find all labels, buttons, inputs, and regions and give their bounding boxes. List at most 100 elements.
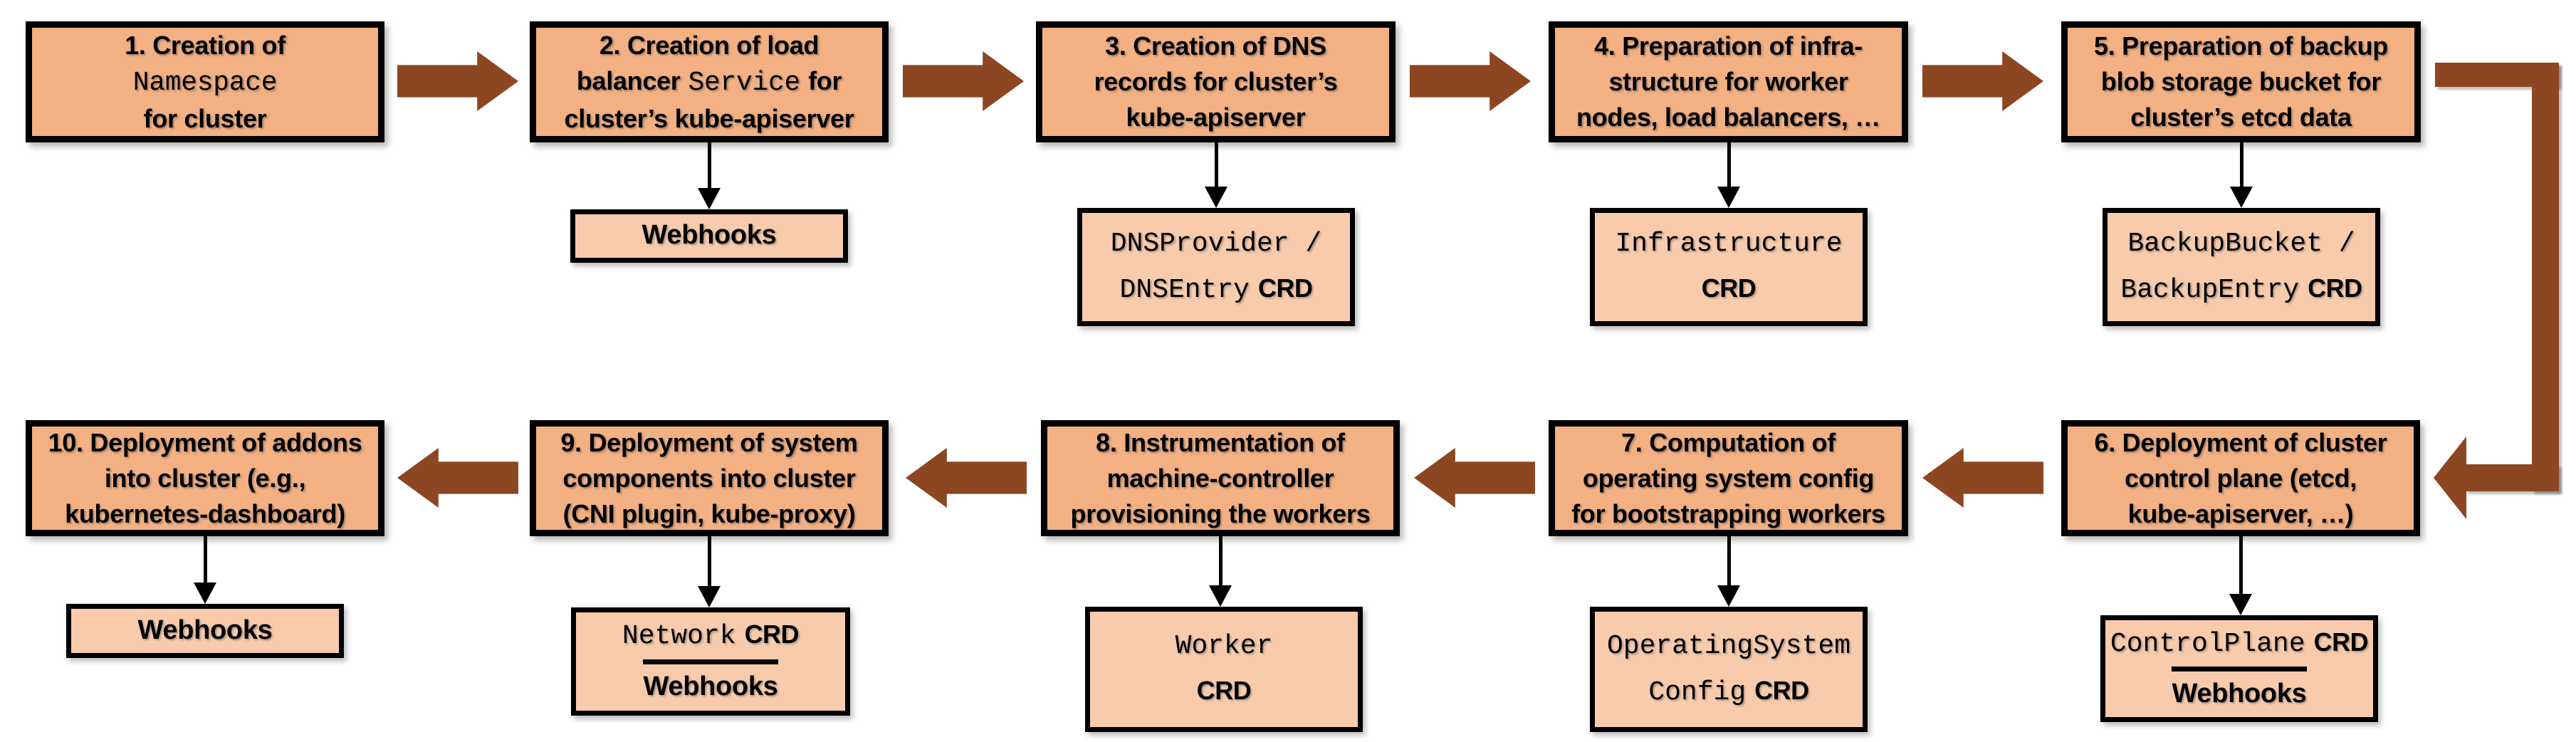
crd-label: CRD bbox=[744, 620, 800, 649]
webhooks-box-step-2: Webhooks bbox=[570, 209, 848, 263]
step-7-box: 7. Computation of operating system confi… bbox=[1549, 420, 1908, 536]
connector-step10-webhooks bbox=[194, 536, 216, 604]
connector-line bbox=[2239, 142, 2243, 187]
text-segment: for cluster bbox=[143, 103, 267, 133]
arrowhead-down-icon bbox=[1205, 187, 1227, 208]
connector-line bbox=[2239, 536, 2243, 594]
osc-crd-line-1: OperatingSystem bbox=[1607, 625, 1850, 669]
controlplane-resource-text: ControlPlane bbox=[2110, 629, 2305, 659]
connector-step4-infra-crd bbox=[1717, 142, 1740, 208]
text-segment: 4. Preparation of infra- bbox=[1594, 31, 1863, 61]
text-segment: provisioning the workers bbox=[1070, 498, 1371, 528]
worker-crd-line-2: CRD bbox=[1197, 669, 1252, 715]
connector-step5-backup-crd bbox=[2230, 142, 2253, 208]
step-1-line-1: 1. Creation of bbox=[125, 28, 286, 63]
step-10-line-1: 10. Deployment of addons bbox=[48, 425, 362, 461]
webhooks-label: Webhooks bbox=[642, 213, 776, 259]
text-segment: (CNI plugin, kube-proxy) bbox=[562, 498, 856, 528]
flow-arrow-2-to-3 bbox=[903, 51, 1024, 111]
step-4-line-1: 4. Preparation of infra- bbox=[1594, 28, 1863, 64]
arrowhead-down-icon bbox=[698, 586, 721, 607]
arrowhead-down-icon bbox=[698, 188, 721, 209]
step-8-line-2: machine-controller bbox=[1107, 461, 1334, 496]
text-segment: 2. Creation of load bbox=[599, 30, 820, 60]
connector-step3-dns-crd bbox=[1205, 142, 1227, 208]
flow-arrow-3-to-4 bbox=[1410, 51, 1531, 111]
infra-crd-line-1: Infrastructure bbox=[1615, 222, 1842, 266]
step-10-line-3: kubernetes-dashboard) bbox=[65, 496, 345, 532]
text-segment: machine-controller bbox=[1106, 463, 1334, 493]
text-segment: structure for worker bbox=[1608, 67, 1848, 96]
step-2-line-1: 2. Creation of load bbox=[599, 28, 820, 63]
arrowhead-down-icon bbox=[194, 582, 216, 604]
network-crd-row: Network CRD bbox=[622, 612, 800, 659]
step-9-line-1: 9. Deployment of system bbox=[560, 425, 858, 461]
step-5-line-2: blob storage bucket for bbox=[2101, 64, 2381, 100]
step-3-box: 3. Creation of DNS records for cluster’s… bbox=[1036, 21, 1396, 142]
step-6-line-2: control plane (etcd, bbox=[2125, 461, 2357, 496]
text-segment: 10. Deployment of addons bbox=[48, 427, 362, 457]
text-segment: kube-apiserver, …) bbox=[2127, 498, 2354, 528]
step-1-box: 1. Creation of Namespace for cluster bbox=[26, 21, 384, 142]
crd-label: CRD bbox=[1701, 273, 1756, 303]
text-segment: operating system config bbox=[1582, 463, 1875, 493]
connector-step6-controlplane-crd bbox=[2229, 536, 2252, 615]
step-10-line-2: into cluster (e.g., bbox=[105, 461, 306, 496]
return-arrow-bottom-segment bbox=[2465, 464, 2559, 491]
step-5-line-1: 5. Preparation of backup bbox=[2094, 28, 2388, 64]
text-segment: blob storage bucket for bbox=[2100, 67, 2382, 96]
arrowhead-down-icon bbox=[1209, 585, 1232, 607]
text-segment: nodes, load balancers, … bbox=[1576, 103, 1880, 132]
worker-resource-text: Worker bbox=[1175, 630, 1273, 662]
step-9-box: 9. Deployment of system components into … bbox=[530, 420, 889, 536]
connector-step9-network-crd bbox=[698, 536, 721, 607]
connector-line bbox=[1727, 536, 1731, 585]
step-4-line-2: structure for worker bbox=[1608, 64, 1848, 100]
infrastructure-resource-text: Infrastructure bbox=[1615, 228, 1843, 259]
connector-step8-worker-crd bbox=[1209, 536, 1232, 607]
infra-crd-line-2: CRD bbox=[1702, 266, 1756, 313]
text-segment: 7. Computation of bbox=[1621, 427, 1836, 457]
operatingsystem-resource-text: OperatingSystem bbox=[1606, 630, 1851, 662]
step-7-line-3: for bootstrapping workers bbox=[1571, 496, 1885, 532]
infrastructure-crd-box: Infrastructure CRD bbox=[1590, 208, 1868, 326]
return-arrow-head-left-icon bbox=[2434, 437, 2466, 519]
connector-line bbox=[1727, 142, 1731, 187]
text-segment: cluster’s kube-apiserver bbox=[564, 103, 854, 133]
text-segment: kube-apiserver bbox=[1126, 103, 1306, 132]
controlplane-crd-webhooks-box: ControlPlane CRD Webhooks bbox=[2100, 615, 2378, 722]
text-segment: Webhooks bbox=[137, 615, 273, 645]
webhooks-box-step-10: Webhooks bbox=[66, 604, 344, 658]
backup-crd-line-2: BackupEntry CRD bbox=[2120, 266, 2362, 313]
crd-label: CRD bbox=[2313, 627, 2369, 657]
crd-label: CRD bbox=[2308, 273, 2362, 303]
backupbucket-resource-text: BackupBucket / bbox=[2127, 228, 2355, 259]
text-segment: 5. Preparation of backup bbox=[2094, 31, 2388, 61]
step-9-line-2: components into cluster bbox=[562, 461, 855, 496]
text-segment: Webhooks bbox=[642, 220, 777, 250]
network-resource-text: Network bbox=[622, 621, 736, 652]
text-segment: components into cluster bbox=[562, 463, 856, 493]
service-resource-text: Service bbox=[688, 67, 801, 98]
step-1-line-3: for cluster bbox=[144, 101, 267, 137]
controlplane-crd-row: ControlPlane CRD bbox=[2110, 620, 2369, 667]
step-6-line-3: kube-apiserver, …) bbox=[2128, 496, 2354, 532]
text-segment: Webhooks bbox=[2172, 679, 2307, 709]
connector-step7-osc-crd bbox=[1717, 536, 1740, 607]
step-6-line-1: 6. Deployment of cluster bbox=[2095, 425, 2387, 461]
flow-arrow-4-to-5 bbox=[1922, 51, 2043, 111]
worker-crd-line-1: Worker bbox=[1176, 625, 1273, 669]
step-3-line-3: kube-apiserver bbox=[1126, 100, 1306, 135]
step-2-line-3: cluster’s kube-apiserver bbox=[564, 101, 854, 137]
worker-crd-box: Worker CRD bbox=[1085, 607, 1363, 732]
text-segment: records for cluster’s bbox=[1094, 67, 1338, 96]
step-4-line-3: nodes, load balancers, … bbox=[1576, 100, 1880, 135]
backupentry-resource-text: BackupEntry bbox=[2120, 274, 2300, 305]
flow-arrow-9-to-10 bbox=[397, 448, 518, 508]
text-segment: for bootstrapping workers bbox=[1571, 498, 1885, 528]
step-5-line-3: cluster’s etcd data bbox=[2130, 100, 2352, 135]
flow-arrow-8-to-9 bbox=[906, 448, 1027, 508]
